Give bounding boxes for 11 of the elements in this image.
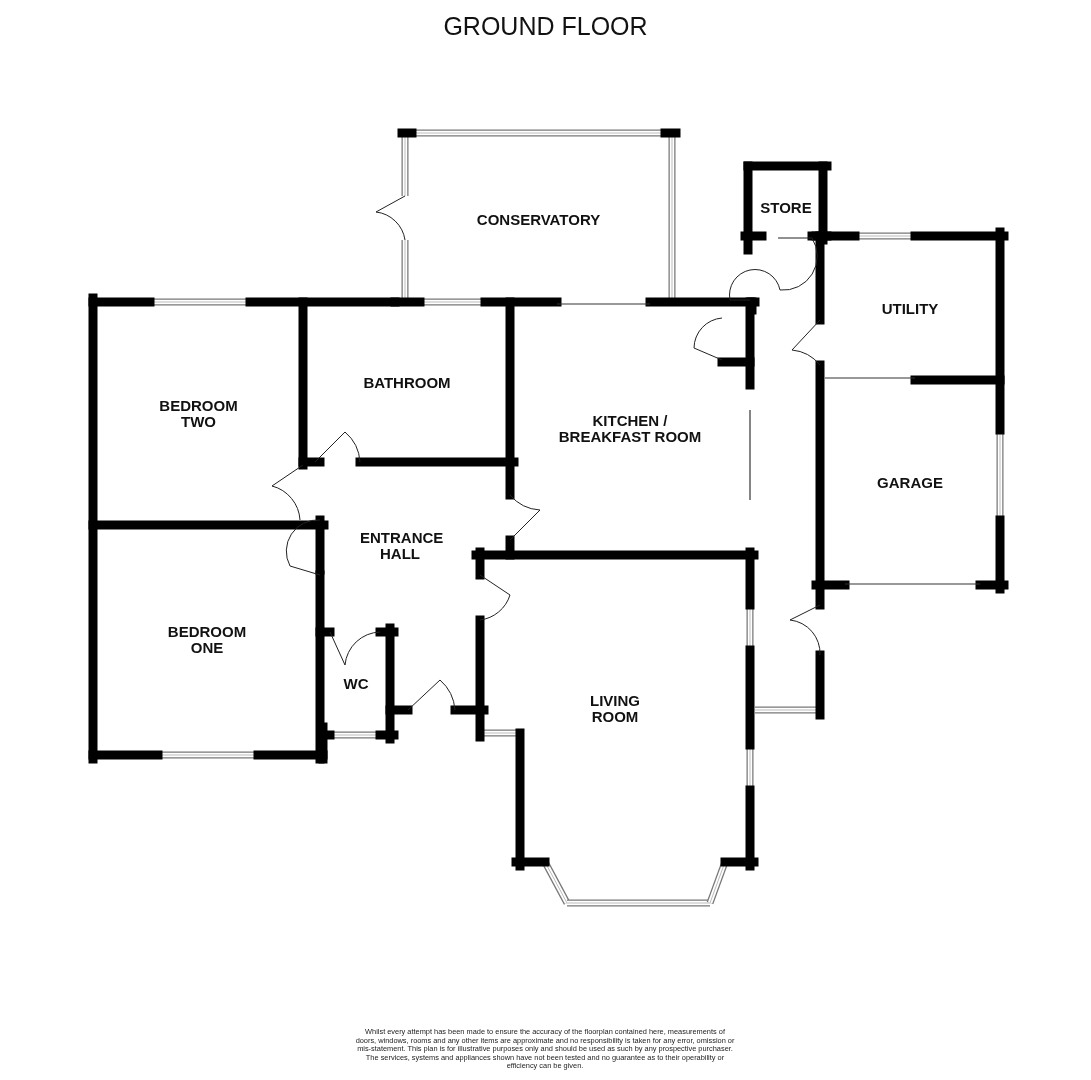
room-label: LIVING ROOM	[589, 693, 641, 725]
room-label: WC	[343, 676, 369, 692]
room-label: KITCHEN / BREAKFAST ROOM	[557, 412, 703, 445]
room-label: CONSERVATORY	[476, 212, 601, 228]
room-label: BATHROOM	[363, 375, 451, 391]
plan-title: GROUND FLOOR	[442, 12, 649, 41]
room-label: BEDROOM ONE	[167, 624, 247, 656]
room-label: UTILITY	[881, 301, 939, 317]
room-label: STORE	[760, 200, 812, 216]
room-label: BEDROOM TWO	[158, 398, 239, 430]
room-label: GARAGE	[877, 475, 943, 491]
